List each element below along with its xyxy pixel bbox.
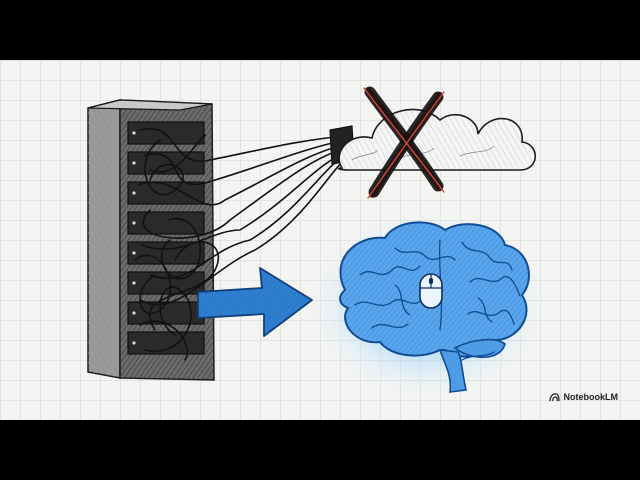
cloud-icon [337, 108, 536, 171]
letterbox-top [0, 0, 640, 60]
computer-mouse-icon [419, 273, 443, 309]
blue-arrow-right-icon [197, 267, 313, 337]
letterbox-bottom [0, 420, 640, 480]
video-frame: NotebookLM [0, 60, 640, 420]
server-rack-icon [87, 99, 215, 381]
watermark-label: NotebookLM [563, 392, 619, 402]
red-x-cross-icon [363, 86, 445, 199]
notebooklm-logo-icon [548, 392, 560, 401]
illustration-scene [87, 86, 546, 397]
tangled-cables-icon [134, 127, 349, 361]
notebooklm-watermark: NotebookLM [548, 392, 619, 402]
